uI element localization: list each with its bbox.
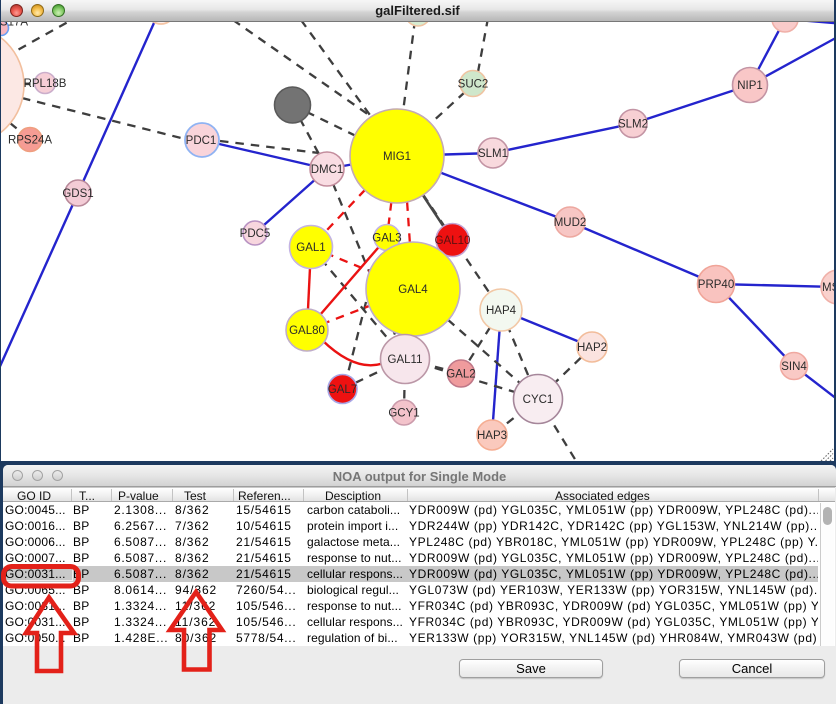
svg-text:RPS24A: RPS24A — [8, 135, 52, 147]
svg-text:GAL1: GAL1 — [296, 242, 325, 254]
svg-text:SLM1: SLM1 — [478, 148, 508, 160]
svg-text:MSN5: MSN5 — [822, 282, 834, 294]
svg-text:MIG1: MIG1 — [383, 151, 411, 163]
svg-text:GAL3: GAL3 — [372, 233, 401, 245]
svg-text:PDC5: PDC5 — [240, 228, 271, 240]
svg-text:RPL18B: RPL18B — [24, 78, 67, 90]
svg-text:GCY1: GCY1 — [388, 408, 419, 420]
svg-text:MUD2: MUD2 — [554, 217, 587, 229]
svg-text:GAL7: GAL7 — [328, 384, 357, 396]
svg-text:GAL4: GAL4 — [398, 284, 428, 296]
svg-text:HAP4: HAP4 — [486, 305, 517, 317]
svg-text:GDS1: GDS1 — [62, 188, 93, 200]
svg-text:GAL11: GAL11 — [388, 354, 423, 366]
svg-text:CYC1: CYC1 — [523, 394, 554, 406]
svg-text:PRP40: PRP40 — [698, 279, 734, 291]
svg-text:SIN4: SIN4 — [781, 361, 807, 373]
svg-text:GAL80: GAL80 — [289, 325, 325, 337]
svg-text:SUC2: SUC2 — [458, 79, 489, 91]
svg-text:GAL2: GAL2 — [446, 369, 475, 381]
svg-text:DMC1: DMC1 — [311, 164, 344, 176]
svg-text:GAL10: GAL10 — [435, 235, 471, 247]
svg-text:NIP1: NIP1 — [737, 80, 763, 92]
svg-text:HAP3: HAP3 — [477, 430, 507, 442]
svg-text:RPS17A: RPS17A — [1, 22, 28, 29]
svg-text:PDC1: PDC1 — [186, 135, 217, 147]
svg-text:SLM2: SLM2 — [618, 119, 648, 131]
svg-text:HAP2: HAP2 — [577, 342, 607, 354]
